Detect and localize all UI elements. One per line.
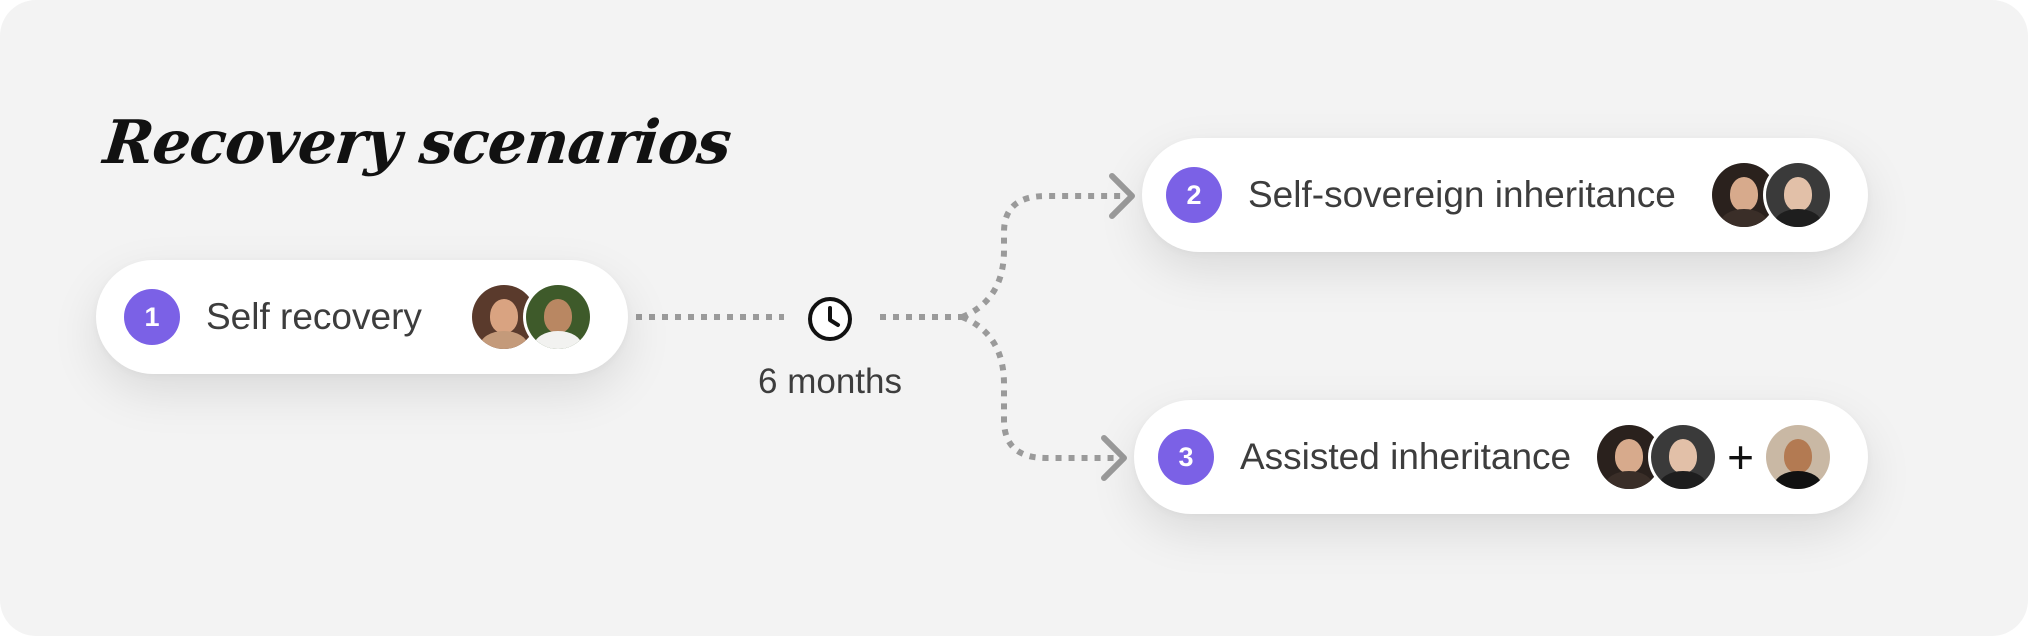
arrowhead-self-sovereign [1109, 173, 1135, 219]
scenario-label: Self-sovereign inheritance [1248, 174, 1676, 215]
scenario-number-badge: 1 [124, 289, 180, 345]
avatar-group [1712, 163, 1830, 227]
bearded-man-avatar [526, 285, 590, 349]
scenario-number-badge: 2 [1166, 167, 1222, 223]
clock-icon [808, 297, 852, 341]
connector-to-self-sovereign [960, 193, 1124, 320]
scenario-number-badge: 3 [1158, 429, 1214, 485]
waiting-period-label: 6 months [758, 362, 902, 401]
woman-avatar [1712, 163, 1776, 227]
scenario-label: Self recovery [206, 296, 422, 337]
man-avatar [1651, 425, 1716, 489]
man-avatar [1766, 163, 1830, 227]
avatar-group: + [1597, 425, 1830, 489]
woman-smiling-avatar [472, 285, 536, 349]
scenario-card-self-recovery: 1 Self recovery [96, 260, 628, 374]
scenario-card-assisted-inheritance: 3 Assisted inheritance + [1134, 400, 1868, 514]
plus-icon: + [1727, 431, 1754, 483]
woman-avatar [1597, 425, 1662, 489]
scenario-label: Assisted inheritance [1240, 436, 1572, 477]
arrowhead-assisted [1101, 435, 1127, 481]
connector-to-assisted [960, 314, 1116, 461]
scenario-card-self-sovereign-inheritance: 2 Self-sovereign inheritance [1142, 138, 1868, 252]
helper-man-avatar [1766, 425, 1830, 489]
avatar-group [472, 285, 590, 349]
